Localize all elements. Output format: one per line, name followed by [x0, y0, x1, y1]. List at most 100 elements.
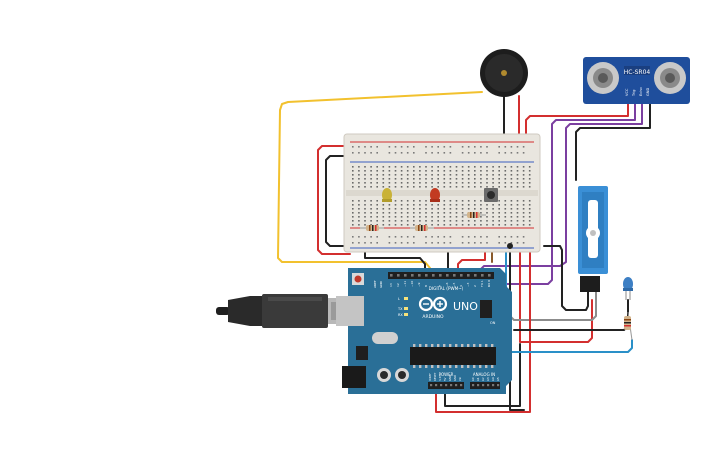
hole — [443, 208, 446, 210]
wire-gray-servo-signal[interactable] — [509, 291, 597, 321]
wire-black-sensor-gnd[interactable] — [575, 103, 651, 181]
hole — [498, 182, 500, 184]
hole — [437, 204, 439, 206]
arduino-uno-board[interactable]: UNO ARDUINO DIGITAL (PWM~) ANALOG IN POW… — [336, 268, 512, 394]
hole — [460, 384, 463, 387]
hole — [467, 178, 470, 180]
hole — [486, 212, 488, 214]
wire-blue-led[interactable] — [505, 245, 633, 353]
hole — [400, 208, 403, 210]
hole — [474, 166, 476, 168]
power-pin-reset: RESET — [433, 372, 437, 381]
hole — [364, 200, 366, 202]
resistor-4[interactable] — [624, 311, 633, 341]
hole — [394, 212, 397, 214]
hole — [394, 236, 397, 238]
arduino-chip-pins — [413, 344, 494, 368]
hole — [376, 200, 378, 202]
ultrasonic-sensor-icon[interactable]: HC-SR04 VCC Trig Echo GND — [583, 57, 690, 104]
usb-plug-strain-relief — [228, 296, 262, 326]
hole — [394, 224, 397, 226]
hole — [437, 166, 439, 168]
hole — [358, 174, 360, 176]
resistor-3[interactable] — [462, 212, 486, 218]
hole — [492, 204, 494, 206]
breadboard-center-channel — [346, 190, 538, 196]
hole — [411, 274, 414, 277]
hole — [445, 384, 448, 387]
hole — [430, 384, 433, 387]
hole — [419, 212, 421, 214]
usb-plug-body — [262, 294, 328, 328]
breadboard[interactable] — [343, 133, 541, 253]
hole — [388, 174, 391, 176]
hole — [382, 220, 385, 222]
hole — [522, 174, 525, 176]
led-blue[interactable] — [623, 277, 633, 300]
resistor-2[interactable] — [410, 225, 434, 231]
hole — [364, 204, 366, 206]
hole — [528, 220, 531, 222]
wire-yellow-buzzer[interactable] — [277, 91, 483, 275]
led-yellow-base — [382, 199, 392, 202]
hole — [504, 146, 507, 148]
hole — [528, 170, 531, 172]
hole — [449, 224, 452, 226]
wire-black-right-rail[interactable] — [509, 245, 525, 411]
hole — [474, 236, 476, 238]
hole — [492, 384, 495, 387]
digital-pin-5: ~5 — [452, 282, 456, 287]
hole — [437, 152, 439, 154]
push-button[interactable] — [484, 188, 498, 202]
wire-black-gnd-bottom[interactable] — [444, 343, 521, 407]
hole — [455, 212, 458, 214]
hole — [425, 166, 427, 168]
hole — [492, 224, 494, 226]
hole — [522, 224, 525, 226]
wire-black-servo-gnd[interactable] — [543, 245, 589, 311]
hole — [474, 274, 477, 277]
buzzer-icon[interactable] — [480, 49, 528, 97]
servo-motor-icon[interactable] — [578, 186, 608, 292]
wire-red-sensor-vcc[interactable] — [525, 103, 629, 143]
wire-red-left-rail[interactable] — [317, 145, 351, 255]
usb-cable-icon[interactable] — [216, 294, 348, 328]
hole — [449, 152, 452, 154]
analog-pin-a5: A5 — [496, 377, 500, 381]
wire-red-right-rail[interactable] — [519, 247, 593, 343]
hole — [467, 166, 470, 168]
hole — [431, 220, 433, 222]
hole — [510, 174, 513, 176]
hole — [467, 344, 470, 347]
hole — [498, 242, 500, 244]
hole — [480, 174, 482, 176]
hole — [352, 170, 354, 172]
hole — [510, 152, 513, 154]
hole — [467, 152, 470, 154]
digital-pin-tx1: TX 1 — [480, 280, 484, 288]
hole — [480, 204, 482, 206]
hole — [400, 186, 403, 188]
hole — [510, 200, 513, 202]
hole — [492, 178, 494, 180]
wire-black-led-gnd[interactable] — [513, 299, 629, 331]
hole — [431, 216, 433, 218]
hole — [467, 236, 470, 238]
led-red[interactable] — [430, 188, 440, 202]
hole — [413, 152, 415, 154]
hole — [492, 174, 494, 176]
arduino-power-label: POWER — [439, 372, 454, 377]
hole — [394, 208, 397, 210]
led-yellow[interactable] — [382, 188, 392, 202]
resistor-1[interactable] — [360, 225, 384, 231]
hole — [486, 242, 488, 244]
hole — [358, 236, 360, 238]
hole — [400, 212, 403, 214]
analog-pin-a3: A3 — [486, 377, 490, 381]
wire-black-left-rail[interactable] — [325, 155, 351, 247]
hole — [522, 204, 525, 206]
power-pin-5v: 5V — [443, 377, 447, 381]
hole — [382, 224, 385, 226]
hole — [419, 220, 421, 222]
hole — [364, 236, 366, 238]
